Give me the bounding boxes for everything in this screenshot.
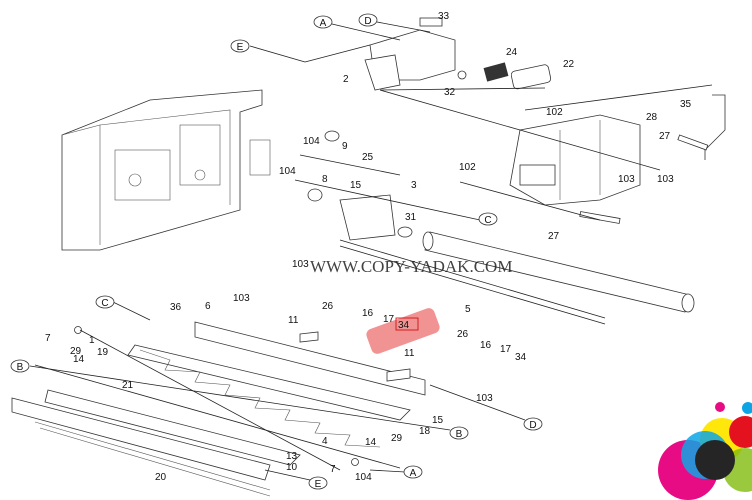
part-label: 104 [279,166,296,177]
connector-label: A [410,468,417,479]
part-label: 16 [480,340,492,351]
connector-E: E [308,476,328,490]
highlight-label-box [395,317,419,331]
part-label: 29 [391,433,403,444]
part-label: 7 [330,464,336,475]
part-label: 7 [45,333,51,344]
main-frame [61,89,271,251]
connector-label: B [456,429,463,440]
part-label: 35 [680,99,692,110]
connector-markers: A D E C C B B D A E [10,13,543,490]
part-label: 103 [292,259,309,270]
connector-label: D [529,420,536,431]
part-label: 3 [411,180,417,191]
part-label: 103 [618,174,635,185]
leader-lines [29,21,713,481]
part-label: 8 [322,174,328,185]
part-label: 19 [97,347,109,358]
color-logo [658,402,752,500]
part-label: 103 [476,393,493,404]
part-label: 9 [342,141,348,152]
part-label: 26 [322,301,334,312]
gear-bracket [307,130,413,241]
part-label: 103 [657,174,674,185]
watermark: WWW.COPY-YADAK.COM [310,257,512,276]
connector-A: A [313,15,333,29]
fuser-roller [339,231,695,325]
connector-label: B [17,362,24,373]
lower-guide-assembly [11,321,426,497]
part-label: 18 [419,426,431,437]
part-label: 25 [362,152,374,163]
part-label: 28 [646,112,658,123]
part-label: 32 [444,87,456,98]
connector-label: D [364,16,371,27]
part-label: 36 [170,302,182,313]
part-label: 24 [506,47,518,58]
part-label: 102 [546,107,563,118]
part-label: 21 [122,380,134,391]
connector-label: C [484,215,491,226]
part-label: 5 [465,304,471,315]
part-label-highlighted[interactable]: 34 [398,320,410,331]
part-label: 33 [438,11,450,22]
part-label: 13 [286,451,298,462]
part-label: 26 [457,329,469,340]
drive-bracket [364,17,552,91]
part-label: 34 [515,352,527,363]
connector-D: D [358,13,378,27]
part-label: 17 [500,344,512,355]
part-labels: 33 24 22 2 32 35 102 28 104 9 27 25 104 … [45,11,692,483]
part-label: 16 [362,308,374,319]
part-label: 22 [563,59,575,70]
part-label: 4 [322,436,328,447]
connector-label: C [101,298,108,309]
connector-A: A [403,465,423,479]
connector-label: E [237,42,244,53]
part-label: 14 [365,437,377,448]
connector-label: A [320,18,327,29]
connector-C: C [478,212,498,226]
highlight-part-34[interactable] [365,306,442,355]
part-label: 11 [404,348,415,359]
part-label: 29 [70,346,82,357]
part-label: 104 [355,472,372,483]
part-label: 31 [405,212,417,223]
connector-E: E [230,39,250,53]
part-label: 2 [343,74,349,85]
connector-C: C [95,295,115,309]
part-label: 10 [286,462,298,473]
connector-B: B [10,359,30,373]
connector-B: B [449,426,469,440]
connector-D: D [523,417,543,431]
part-label: 15 [350,180,362,191]
part-label: 20 [155,472,167,483]
part-label: 15 [432,415,444,426]
part-label: 11 [288,315,299,326]
part-label: 102 [459,162,476,173]
part-label: 27 [659,131,671,142]
part-label: 17 [383,314,395,325]
part-label: 103 [233,293,250,304]
connector-label: E [315,479,322,490]
part-label: 6 [205,301,211,312]
part-label: 104 [303,136,320,147]
part-label: 1 [89,335,95,346]
part-label: 14 [73,354,85,365]
part-label: 27 [548,231,560,242]
